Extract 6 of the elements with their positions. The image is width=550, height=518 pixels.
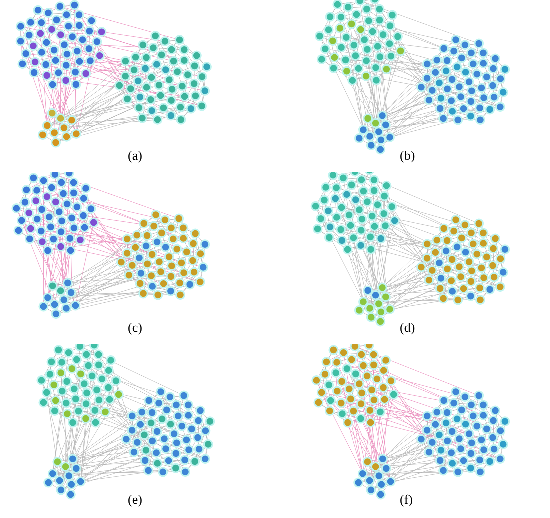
- panel-label: (a): [128, 148, 142, 164]
- panel-label: (e): [128, 492, 142, 508]
- panel-label: (c): [128, 320, 142, 336]
- panel-label: (b): [400, 148, 416, 164]
- panel-label: (f): [400, 492, 413, 508]
- panel-label: (d): [400, 320, 416, 336]
